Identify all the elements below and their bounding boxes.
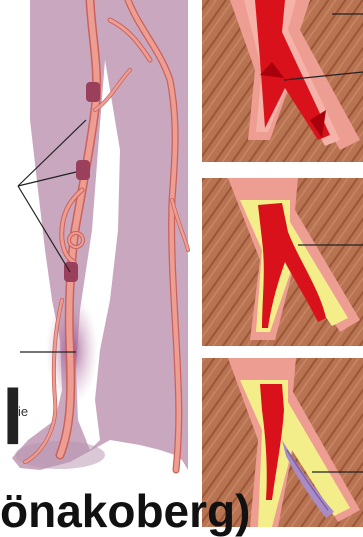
fragment-label: ie: [18, 404, 28, 419]
caption-fragment: önakoberg): [0, 488, 250, 534]
panel-narrowed-vein: [202, 178, 363, 346]
panel-healthy-vein: [202, 0, 363, 162]
